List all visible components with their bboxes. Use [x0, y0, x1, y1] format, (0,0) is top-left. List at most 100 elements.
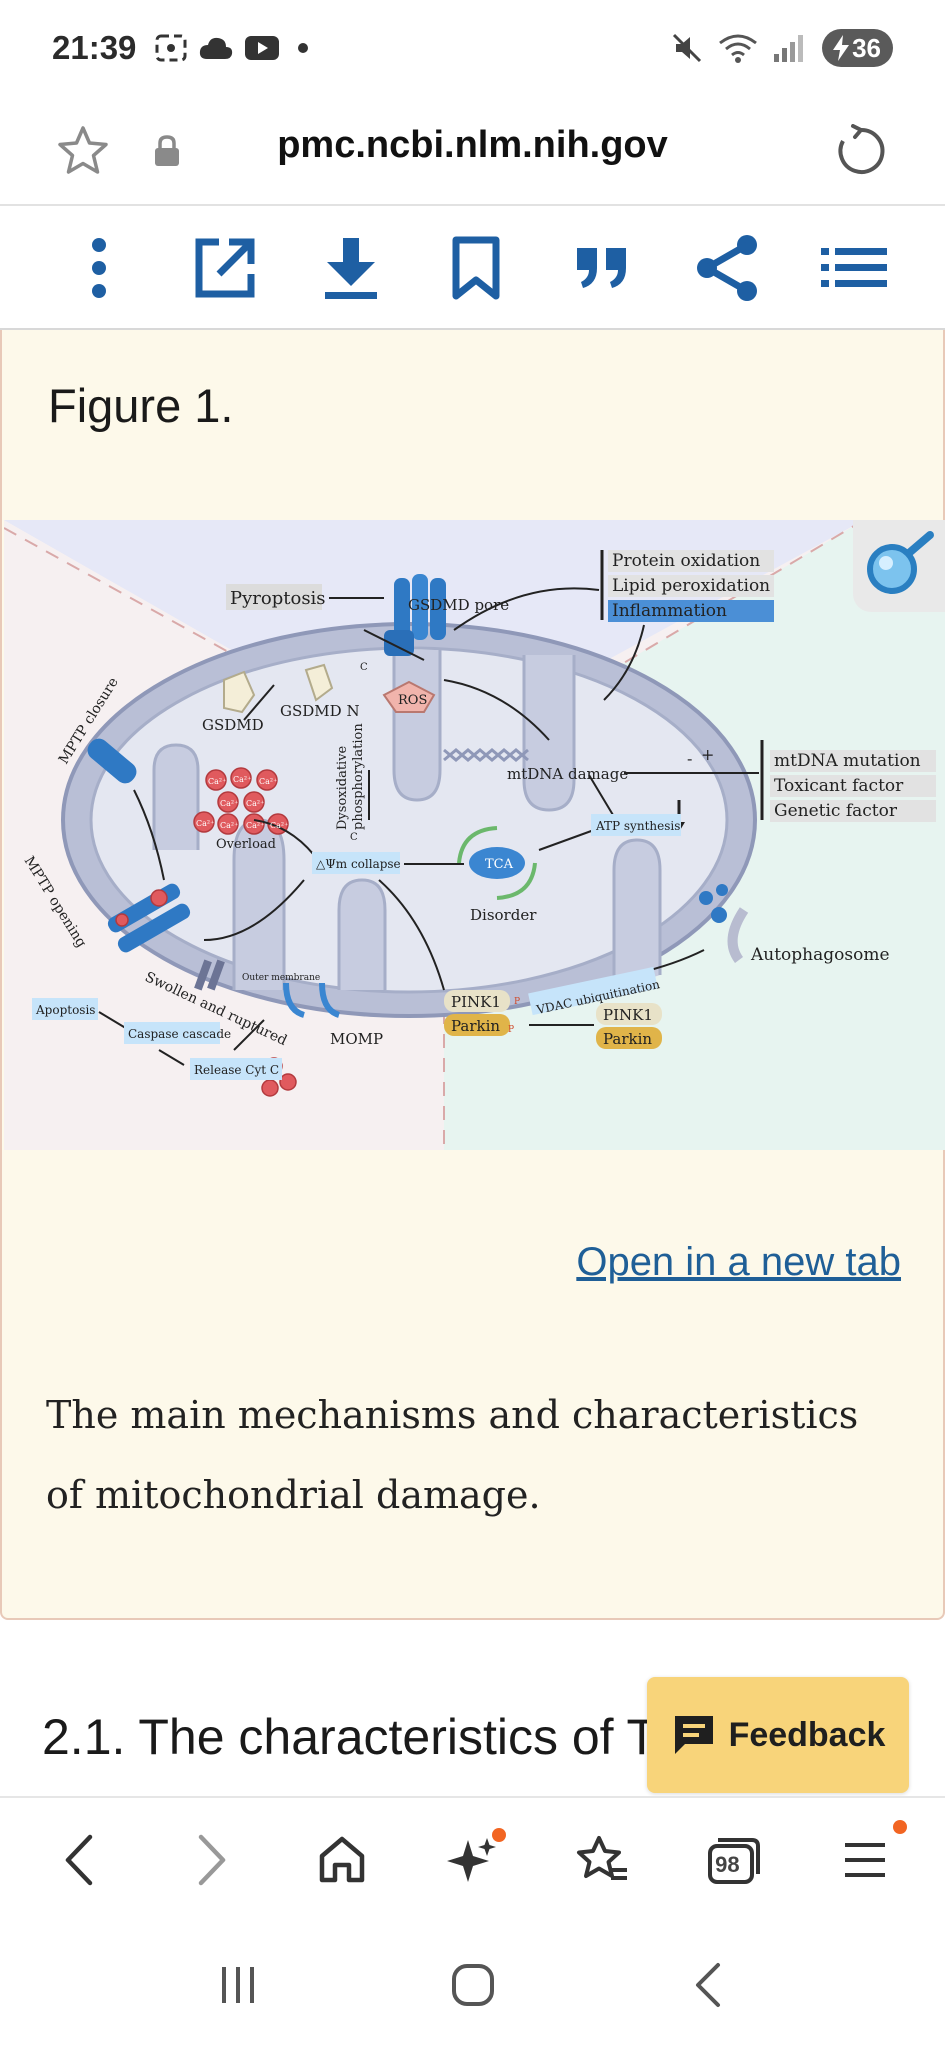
back-button[interactable] [42, 1822, 118, 1898]
lock-icon [155, 135, 179, 166]
feedback-icon [674, 1716, 713, 1754]
label-gsdmd-pore: GSDMD pore [408, 596, 509, 614]
label-dysoxidative: Dysoxidative [335, 745, 350, 830]
hamburger-icon [844, 1843, 885, 1877]
label-ros: ROS [398, 693, 427, 708]
mitochondria-diagram: Pyroptosis GSDMD pore GSDMD GSDMD N ROS … [4, 520, 945, 1150]
figure-title: Figure 1. [48, 379, 234, 432]
tabs-icon [708, 1838, 761, 1884]
home-square-icon [451, 1964, 494, 2006]
open-in-new-tab-link[interactable]: Open in a new tab [576, 1240, 901, 1284]
bookmarks-button[interactable] [565, 1822, 641, 1898]
label-minus: - [687, 749, 692, 768]
download-button[interactable] [310, 227, 392, 309]
bookmark-icon [452, 236, 500, 300]
reload-button[interactable] [826, 116, 896, 186]
screenshot-icon [155, 34, 187, 62]
label-ca-6: Ca²⁺ [196, 819, 214, 828]
forward-button[interactable] [173, 1822, 249, 1898]
label-protein-oxidation: Protein oxidation [612, 551, 760, 571]
status-time: 21:39 [52, 29, 137, 66]
system-back-button[interactable] [668, 1945, 748, 2025]
system-nav-bar [0, 1922, 945, 2048]
figure-panel: Figure 1. [0, 330, 945, 1620]
label-apoptosis: Apoptosis [35, 1003, 95, 1017]
magnifier-icon [867, 531, 934, 594]
ai-assistant-button[interactable] [434, 1822, 510, 1898]
save-bookmark-button[interactable] [435, 227, 517, 309]
feedback-button[interactable]: Feedback [647, 1677, 909, 1793]
site-security-button[interactable] [132, 116, 202, 186]
share-button[interactable] [687, 227, 769, 309]
label-ca-9: Ca²⁺ [270, 821, 288, 830]
menu-button[interactable] [827, 1820, 907, 1898]
label-parkin-a: Parkin [451, 1017, 500, 1035]
tabs-button[interactable]: 98 [696, 1822, 772, 1898]
label-overload: Overload [216, 837, 276, 852]
label-psi-collapse: △Ψm collapse [316, 857, 401, 871]
label-pink1-a: PINK1 [451, 993, 501, 1011]
label-momp: MOMP [330, 1030, 383, 1048]
section-heading: 2.1. The characteristics of T [42, 1709, 658, 1765]
label-parkin-b: Parkin [603, 1030, 652, 1048]
label-ca-4: Ca²⁺ [220, 799, 238, 808]
recents-icon [221, 1967, 254, 2003]
label-atp-synthesis: ATP synthesis [595, 819, 680, 833]
open-external-button[interactable] [184, 227, 266, 309]
status-left-icons [154, 33, 316, 63]
wifi-icon [719, 34, 757, 63]
table-of-contents-button[interactable] [813, 227, 895, 309]
recent-apps-button[interactable] [198, 1945, 278, 2025]
label-p-b: P [508, 1025, 514, 1035]
tabs-count: 98 [715, 1852, 740, 1877]
star-outline-icon [58, 126, 108, 174]
label-caspase: Caspase cascade [128, 1027, 231, 1041]
zoom-figure-button[interactable] [853, 520, 945, 612]
sparkle-icon [447, 1838, 497, 1882]
label-tca: TCA [485, 857, 514, 872]
cite-button[interactable] [561, 227, 643, 309]
figure-image[interactable]: Pyroptosis GSDMD pore GSDMD GSDMD N ROS … [4, 520, 945, 1150]
label-mtdna-damage: mtDNA damage [507, 765, 628, 783]
browser-bottom-nav: 98 [0, 1796, 945, 1922]
star-list-icon [577, 1836, 628, 1880]
list-icon [820, 248, 887, 287]
label-lipid-peroxidation: Lipid peroxidation [612, 576, 770, 596]
feedback-label: Feedback [728, 1715, 886, 1754]
label-c-b: C [350, 832, 358, 843]
label-phosphorylation: phosphorylation [351, 723, 366, 830]
label-mtdna-mutation: mtDNA mutation [774, 751, 921, 771]
url-bar: pmc.ncbi.nlm.nih.gov [0, 96, 945, 206]
download-icon [324, 238, 377, 299]
back-chevron-icon [695, 1963, 720, 2007]
home-button[interactable] [304, 1822, 380, 1898]
label-disorder: Disorder [470, 906, 537, 924]
cloud-icon [200, 37, 233, 59]
home-icon [319, 1836, 364, 1883]
more-options-button[interactable] [58, 227, 140, 309]
label-ca-8: Ca²⁺ [246, 821, 264, 830]
label-autophagosome: Autophagosome [750, 945, 890, 965]
label-pink1-b: PINK1 [603, 1006, 653, 1024]
label-p-a: P [514, 997, 520, 1007]
bookmark-star-button[interactable] [48, 116, 118, 186]
system-home-button[interactable] [433, 1945, 513, 2025]
mute-icon [673, 33, 702, 63]
label-pyroptosis: Pyroptosis [230, 588, 326, 609]
notification-dot [892, 1820, 907, 1834]
status-bar: 21:39 36 [0, 0, 945, 96]
url-text[interactable]: pmc.ncbi.nlm.nih.gov [277, 124, 668, 166]
label-toxicant-factor: Toxicant factor [774, 776, 904, 796]
share-icon [697, 235, 758, 301]
notification-dot [492, 1828, 507, 1842]
external-link-icon [195, 238, 255, 298]
battery-indicator: 36 [822, 29, 893, 67]
youtube-icon [245, 36, 280, 60]
label-ca-3: Ca²⁺ [259, 777, 277, 786]
figure-caption: The main mechanisms and characteristics … [46, 1393, 859, 1517]
quote-icon [577, 248, 627, 288]
article-toolbar [0, 208, 945, 330]
label-ca-2: Ca²⁺ [233, 775, 251, 784]
label-genetic-factor: Genetic factor [774, 801, 898, 821]
